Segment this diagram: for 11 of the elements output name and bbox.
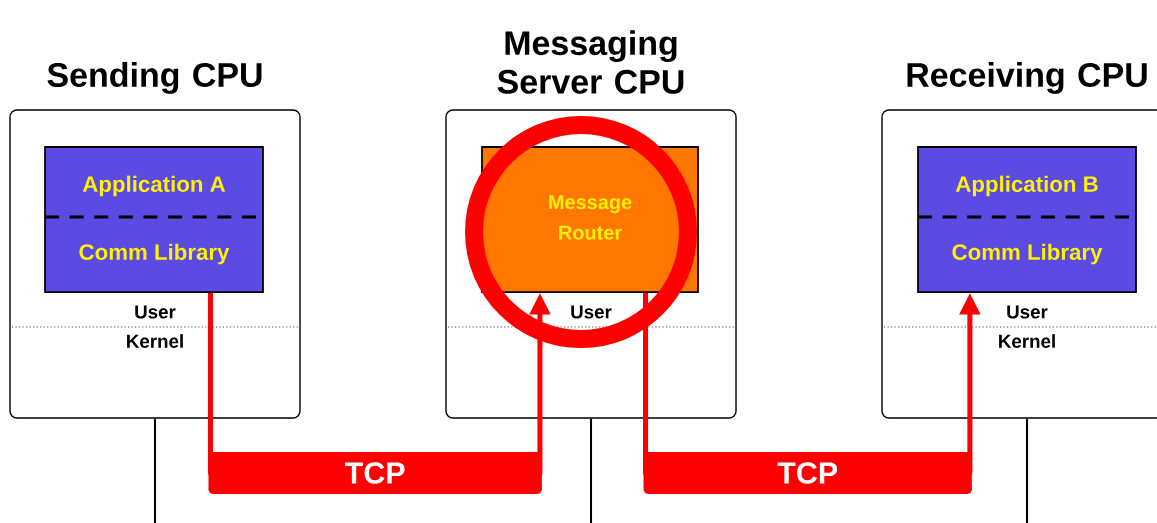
layer-label: Kernel bbox=[999, 334, 1055, 348]
node-label: Receiving CPU bbox=[907, 62, 1147, 94]
layer-label: Kernel bbox=[127, 334, 183, 348]
connector-line bbox=[153, 418, 157, 523]
application-box: Application A Comm Library bbox=[44, 146, 264, 293]
node-label: Sending CPU bbox=[47, 62, 262, 94]
edge-label: TCP bbox=[643, 452, 972, 494]
connector-line bbox=[1025, 418, 1029, 523]
connector-line bbox=[589, 418, 593, 523]
node-label: Messaging Server CPU bbox=[497, 30, 684, 94]
application-box: Application B Comm Library bbox=[917, 146, 1137, 293]
